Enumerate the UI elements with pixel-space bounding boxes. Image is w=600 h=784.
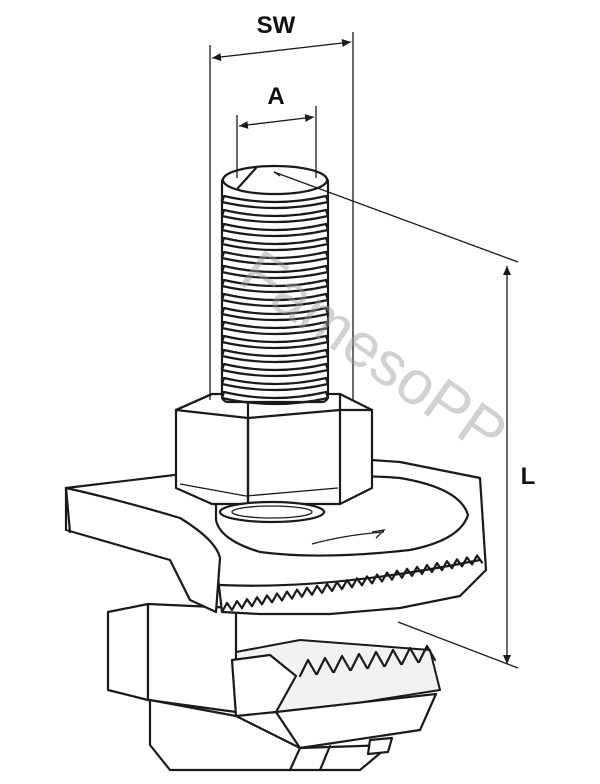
thread-ridge (220, 236, 330, 252)
thread-ridge (220, 348, 330, 364)
thread-ridge (220, 362, 330, 378)
threaded-bolt (220, 164, 330, 406)
thread-ridge (220, 390, 330, 406)
jaw-tooth (400, 646, 420, 666)
thread-ridge (220, 222, 330, 238)
thread-ridge (220, 264, 330, 280)
a-label: A (267, 83, 284, 110)
thread-ridge (220, 306, 330, 322)
hex-nut (174, 392, 374, 506)
l-label: L (521, 463, 536, 490)
dimension-sw: SW (209, 12, 354, 400)
thread-ridge (220, 334, 330, 350)
jaw-teeth (298, 644, 437, 678)
thread-ridge (220, 376, 330, 392)
jaw-tooth (366, 650, 386, 670)
thread-ridge (220, 320, 330, 336)
jaw-tooth (349, 652, 369, 672)
jaw-tooth (417, 644, 437, 664)
thread-ridge (220, 194, 330, 210)
dimension-a: A (236, 83, 317, 178)
thread-ridge (220, 292, 330, 308)
jaw-tooth (383, 648, 403, 668)
sw-label: SW (257, 12, 296, 39)
jaw-tooth (315, 656, 335, 676)
serrated-edge (220, 554, 484, 614)
jaw-tooth (332, 654, 352, 674)
thread-ridge (220, 208, 330, 224)
thread-ridge (220, 250, 330, 266)
jaw-tooth (298, 658, 318, 678)
dimension-l: L (273, 171, 536, 669)
thread-ridge (220, 278, 330, 294)
nut-washer-thread (218, 500, 326, 524)
clamp-body (106, 602, 441, 772)
